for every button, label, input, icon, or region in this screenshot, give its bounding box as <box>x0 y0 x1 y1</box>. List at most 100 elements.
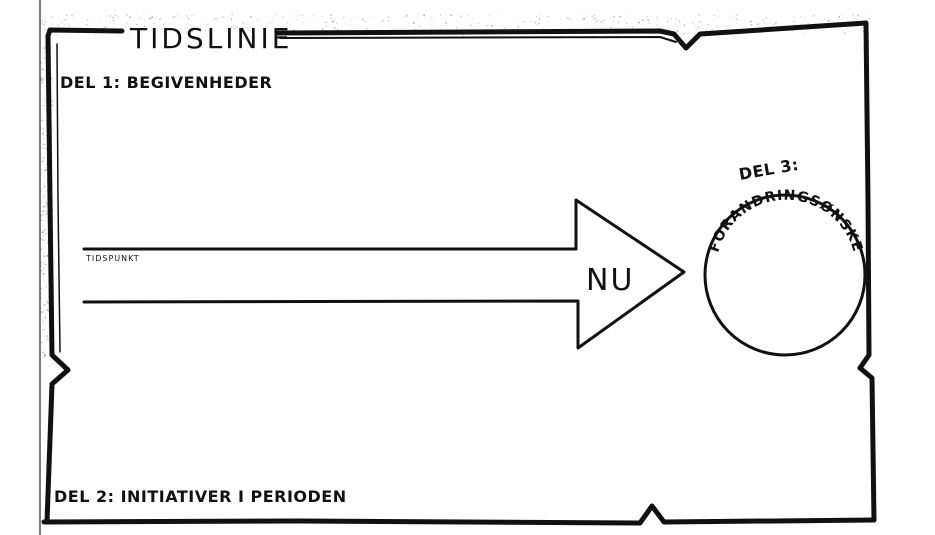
grain-speck <box>43 197 44 199</box>
grain-speck <box>41 269 43 272</box>
grain-speck <box>617 21 620 23</box>
grain-speck <box>375 17 377 19</box>
grain-speck <box>815 29 817 31</box>
grain-speck <box>43 194 45 197</box>
grain-speck <box>713 15 716 16</box>
grain-speck <box>43 329 45 331</box>
timeline-arrow <box>82 198 686 350</box>
grain-speck <box>430 21 432 22</box>
grain-speck <box>241 27 243 29</box>
grain-speck <box>44 182 45 184</box>
grain-speck <box>43 139 45 141</box>
grain-speck <box>716 25 718 27</box>
grain-speck <box>86 23 88 26</box>
grain-speck <box>44 147 46 149</box>
grain-speck <box>301 15 303 16</box>
grain-speck <box>231 14 233 15</box>
grain-speck <box>732 17 734 20</box>
grain-speck <box>40 248 42 251</box>
grain-speck <box>735 23 737 24</box>
grain-speck <box>43 138 45 140</box>
grain-speck <box>413 22 415 24</box>
frame-border <box>41 20 877 526</box>
grain-speck <box>245 23 247 25</box>
grain-speck <box>856 19 858 21</box>
grain-speck <box>536 23 538 25</box>
grain-speck <box>44 186 46 188</box>
grain-speck <box>683 33 685 35</box>
grain-speck <box>130 23 132 25</box>
grain-speck <box>594 18 596 20</box>
grain-speck <box>42 127 44 130</box>
grain-speck <box>46 338 48 340</box>
grain-speck <box>868 14 870 16</box>
grain-speck <box>47 310 49 312</box>
grain-speck <box>852 14 854 16</box>
grain-speck <box>185 31 187 33</box>
grain-speck <box>841 14 843 16</box>
grain-speck <box>44 97 46 99</box>
grain-speck <box>43 47 45 49</box>
grain-speck <box>45 79 46 81</box>
grain-speck <box>362 18 365 20</box>
grain-speck <box>678 28 680 30</box>
grain-speck <box>478 22 480 25</box>
grain-speck <box>47 240 49 242</box>
grain-speck <box>230 26 233 29</box>
grain-speck <box>204 29 206 32</box>
grain-speck <box>821 17 823 18</box>
grain-speck <box>698 14 700 16</box>
grain-speck <box>41 168 42 171</box>
grain-speck <box>754 21 756 23</box>
grain-speck <box>42 133 44 135</box>
grain-speck <box>740 19 742 21</box>
grain-speck <box>40 311 43 313</box>
grain-speck <box>460 15 462 17</box>
grain-speck <box>493 23 495 25</box>
grain-speck <box>40 190 42 192</box>
grain-speck <box>210 29 212 31</box>
grain-speck <box>42 341 44 343</box>
grain-speck <box>862 27 863 29</box>
grain-speck <box>717 16 719 17</box>
grain-speck <box>43 57 46 59</box>
grain-speck <box>769 22 771 24</box>
grain-speck <box>467 22 469 24</box>
grain-speck <box>286 21 288 24</box>
grain-speck <box>51 80 53 83</box>
grain-speck <box>45 232 47 234</box>
grain-speck <box>729 24 730 26</box>
grain-speck <box>43 349 45 351</box>
grain-speck <box>43 133 44 135</box>
grain-speck <box>43 310 45 312</box>
grain-speck <box>679 20 681 23</box>
grain-speck <box>42 301 43 303</box>
grain-speck <box>777 20 779 22</box>
grain-speck <box>42 68 44 70</box>
grain-speck <box>44 169 47 171</box>
grain-speck <box>44 143 46 145</box>
grain-speck <box>43 24 45 26</box>
grain-speck <box>51 209 54 211</box>
grain-speck <box>248 29 250 31</box>
grain-speck <box>586 15 588 17</box>
grain-speck <box>295 15 297 17</box>
grain-speck <box>44 354 46 356</box>
grain-speck <box>632 26 633 29</box>
part2-label: DEL 2: INITIATIVER I PERIODEN <box>54 487 347 506</box>
grain-speck <box>236 26 238 28</box>
grain-speck <box>41 115 43 117</box>
grain-speck <box>145 28 148 30</box>
grain-speck <box>43 229 46 232</box>
grain-speck <box>42 147 44 149</box>
grain-speck <box>414 28 416 31</box>
grain-speck <box>159 18 161 20</box>
grain-speck <box>539 18 541 20</box>
grain-speck <box>71 14 73 16</box>
grain-speck <box>619 15 621 18</box>
grain-speck <box>153 22 155 25</box>
grain-speck <box>332 20 334 23</box>
frame-left <box>44 33 71 525</box>
grain-speck <box>129 16 131 18</box>
grain-speck <box>804 17 805 19</box>
